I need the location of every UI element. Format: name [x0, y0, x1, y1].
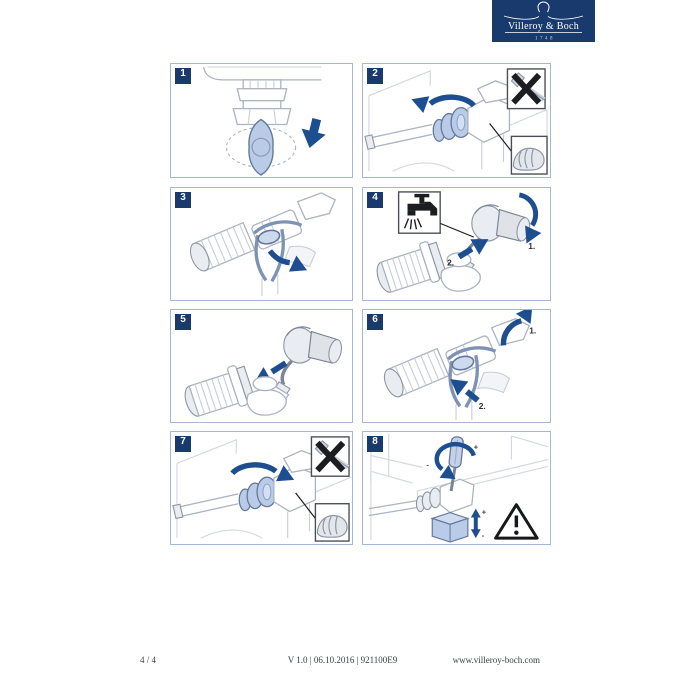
illustration-step-8: + - + - — [368, 433, 549, 543]
illustration-step-5 — [184, 326, 343, 417]
cistern-outline — [176, 438, 352, 539]
no-pipe-wrench-inset — [506, 68, 546, 110]
tighten-arrow-icon — [230, 462, 295, 482]
hand-tight-inset — [510, 135, 548, 175]
step-number-badge: 1 — [175, 68, 191, 84]
attach-arrow-2-icon: 2. — [450, 379, 486, 411]
cistern-bottom — [203, 66, 322, 81]
step-number-badge: 4 — [367, 192, 383, 208]
callout-line — [295, 492, 316, 519]
fill-valve-small — [368, 478, 475, 517]
hand-icon — [316, 514, 348, 538]
turn-arrow-icon: 1. — [518, 192, 542, 251]
rotation-arrow-icon: + - — [426, 442, 479, 480]
brand-logo: Villeroy & Boch 1748 — [492, 0, 595, 42]
arrow-label-1: 1. — [529, 326, 536, 336]
brand-name: Villeroy & Boch — [508, 21, 579, 32]
valve-body — [376, 241, 481, 293]
attach-arrow-1-icon: 1. — [500, 310, 536, 346]
no-pipe-wrench-inset — [310, 436, 350, 477]
union-nut — [238, 476, 278, 512]
valve-detail — [189, 192, 337, 297]
rotation-minus-label: - — [426, 460, 429, 469]
illustration-step-3 — [189, 192, 337, 297]
illustration-step-6: 1. 2. — [383, 310, 536, 421]
step-panel-2: 2 — [362, 63, 551, 178]
handle-hub — [251, 137, 271, 157]
illustration-step-4: 1. 2. — [376, 191, 542, 293]
warning-icon — [494, 503, 539, 540]
illustration-step-2 — [364, 68, 548, 175]
supply-pipe — [172, 493, 239, 520]
illustration-step-7 — [172, 436, 352, 542]
valve-top-part — [270, 326, 343, 401]
step-panel-8: 8 + — [362, 431, 551, 545]
fill-valve-body — [467, 80, 513, 170]
step-panel-4: 4 — [362, 187, 551, 301]
union-nut — [432, 106, 472, 142]
pull-arrow-icon: 2. — [447, 239, 489, 268]
cistern-outline — [368, 70, 548, 172]
crossed-out-icon — [511, 72, 542, 105]
open-tap-inset — [397, 191, 441, 234]
brand-logo-art: Villeroy & Boch 1748 — [503, 1, 584, 42]
arrow-label-1: 1. — [528, 241, 535, 251]
level-adjust-arrow-icon: + - — [470, 508, 487, 540]
version-info: V 1.0 | 06.10.2016 | 921100E9 — [287, 655, 398, 665]
shutoff-handle — [248, 118, 274, 176]
step-number-badge: 7 — [175, 436, 191, 452]
hand-tight-inset — [314, 503, 350, 542]
callout-line — [489, 123, 512, 152]
hand-icon — [512, 147, 545, 171]
step-number-badge: 5 — [175, 314, 191, 330]
level-plus-label: + — [482, 508, 487, 517]
crown-mark-icon — [503, 1, 584, 20]
callout-line — [439, 222, 475, 238]
crossed-out-icon — [315, 440, 346, 473]
illustration-step-1 — [203, 66, 326, 176]
retaining-clip — [446, 346, 497, 409]
rotation-plus-label: + — [474, 443, 479, 452]
supply-pipe — [364, 123, 433, 150]
inlet-connector — [232, 79, 292, 126]
step-number-badge: 6 — [367, 314, 383, 330]
step-panel-1: 1 — [170, 63, 353, 178]
step-number-badge: 3 — [175, 192, 191, 208]
remove-clip-arrow-icon — [267, 249, 307, 272]
arrow-label-2: 2. — [479, 401, 486, 411]
close-direction-arrow-icon — [301, 118, 326, 148]
level-minus-label: - — [482, 531, 485, 540]
float — [430, 511, 470, 543]
arrow-label-2: 2. — [447, 258, 454, 268]
step-panel-3: 3 — [170, 187, 353, 301]
open-tap-icon — [403, 193, 438, 230]
step-panel-7: 7 — [170, 431, 353, 545]
step-number-badge: 8 — [367, 436, 383, 452]
step-panel-6: 6 — [362, 309, 551, 423]
step-number-badge: 2 — [367, 68, 383, 84]
cistern-and-shelf — [370, 433, 549, 541]
retaining-clip — [252, 220, 303, 283]
valve-detail — [383, 318, 531, 421]
website-link: www.villeroy-boch.com — [452, 655, 540, 665]
valve-body — [184, 365, 287, 417]
page-indicator: 4 / 4 — [140, 655, 157, 665]
loosen-arrow-icon — [411, 94, 476, 114]
step-panel-5: 5 — [170, 309, 353, 423]
brand-year: 1748 — [535, 37, 555, 42]
